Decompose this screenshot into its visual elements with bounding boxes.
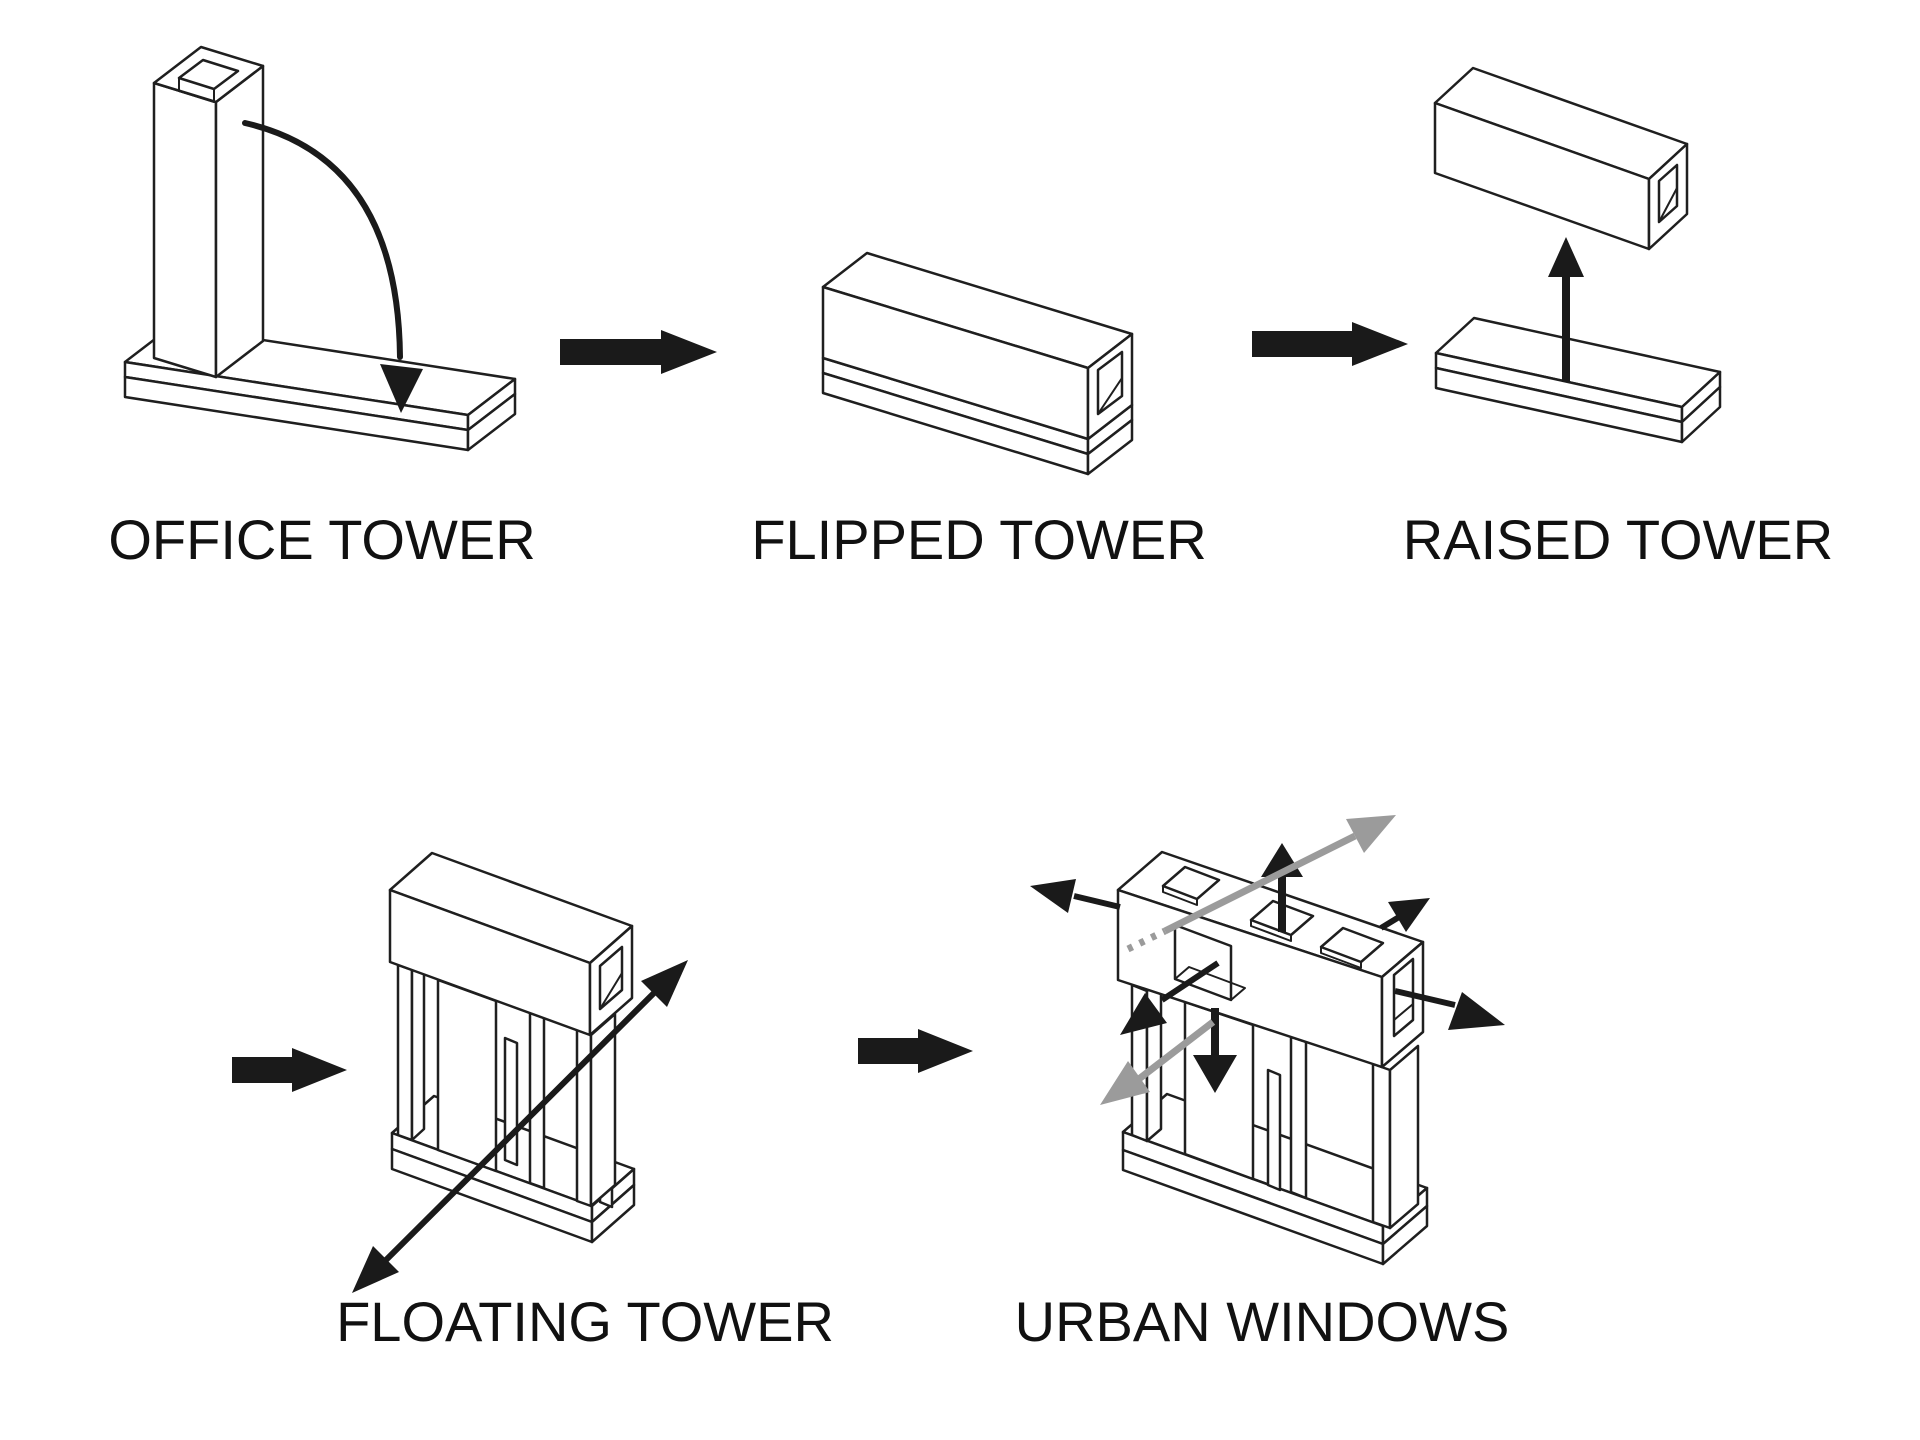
- support-column: [1289, 1035, 1308, 1200]
- ray-arrow-icon: [1278, 877, 1286, 932]
- ray-arrow-gray-icon: [1100, 1061, 1150, 1105]
- support-column: [503, 1036, 519, 1167]
- ray-arrow-icon: [1073, 893, 1121, 910]
- office-tower-drawing: [123, 45, 517, 452]
- ray-arrow-gray-icon: [1163, 832, 1357, 935]
- transition-arrow-icon: [560, 330, 717, 374]
- urban-windows-drawing: [1030, 815, 1505, 1266]
- base-slab: [590, 1183, 636, 1244]
- tower-side-face: [214, 64, 265, 379]
- end-window: [1393, 1003, 1414, 1021]
- ray-arrow-gray-icon: [1346, 815, 1396, 853]
- tube-end-opening: [1096, 350, 1124, 416]
- tube-end-opening: [1657, 163, 1679, 224]
- ray-arrow-icon: [1160, 960, 1220, 1003]
- support-column: [1266, 1068, 1282, 1192]
- transition-arrow-icon: [232, 1048, 347, 1092]
- skylight-window: [1320, 946, 1362, 969]
- tower-top-opening: [178, 77, 215, 103]
- float-axis-arrow-icon: [641, 960, 688, 1007]
- support-column: [1388, 1044, 1420, 1230]
- ray-arrow-icon: [1193, 1055, 1237, 1093]
- tower-top-opening: [177, 58, 240, 91]
- ray-arrow-icon: [1030, 879, 1076, 913]
- tube-end-opening: [598, 945, 624, 1011]
- base-slab: [1381, 1204, 1429, 1266]
- raised-tower-drawing: [1433, 66, 1722, 444]
- tube-end-opening: [1658, 187, 1678, 223]
- stage-label-flipped-tower: FLIPPED TOWER: [751, 508, 1207, 571]
- support-column: [410, 957, 426, 1142]
- support-column: [1371, 1062, 1392, 1230]
- base-slab: [1680, 385, 1722, 444]
- transition-arrow-icon: [858, 1029, 973, 1073]
- float-axis-arrow-icon: [381, 984, 663, 1265]
- float-axis-arrow-icon: [352, 1246, 399, 1293]
- support-column: [396, 963, 414, 1142]
- flipped-tower-drawing: [821, 251, 1134, 476]
- ray-arrow-icon: [1388, 898, 1430, 932]
- raise-arrow-icon: [1562, 277, 1570, 382]
- stage-label-raised-tower: RAISED TOWER: [1402, 508, 1834, 571]
- ray-arrow-icon: [1394, 988, 1456, 1008]
- tube-end-opening: [599, 972, 623, 1010]
- ray-arrow-gray-icon: [1132, 1019, 1216, 1085]
- stage-label-floating-tower: FLOATING TOWER: [336, 1290, 834, 1353]
- skylight-window: [1319, 926, 1385, 964]
- base-slab: [1086, 418, 1134, 476]
- ray-arrow-icon: [1211, 1008, 1219, 1055]
- front-window: [1174, 966, 1246, 1001]
- skylight-window: [1162, 885, 1198, 906]
- raise-arrow-icon: [1548, 237, 1584, 277]
- skylight-window: [1161, 865, 1221, 901]
- floating-tower-drawing: [352, 851, 688, 1293]
- ray-arrow-icon: [1120, 993, 1167, 1035]
- base-slab: [466, 392, 517, 452]
- support-wall: [436, 978, 498, 1173]
- tower-front-face: [152, 81, 218, 379]
- ray-arrow-icon: [1379, 914, 1401, 931]
- skylight-window: [1250, 919, 1292, 942]
- flip-rotation-arrow-icon: [380, 364, 423, 413]
- stage-label-office-tower: OFFICE TOWER: [108, 508, 536, 571]
- ray-arrow-icon: [1448, 992, 1505, 1030]
- transition-arrow-icon: [1252, 322, 1408, 366]
- tube-end-opening: [1097, 377, 1123, 415]
- stage-label-urban-windows: URBAN WINDOWS: [1014, 1290, 1510, 1353]
- flip-rotation-arrow-icon: [242, 120, 403, 360]
